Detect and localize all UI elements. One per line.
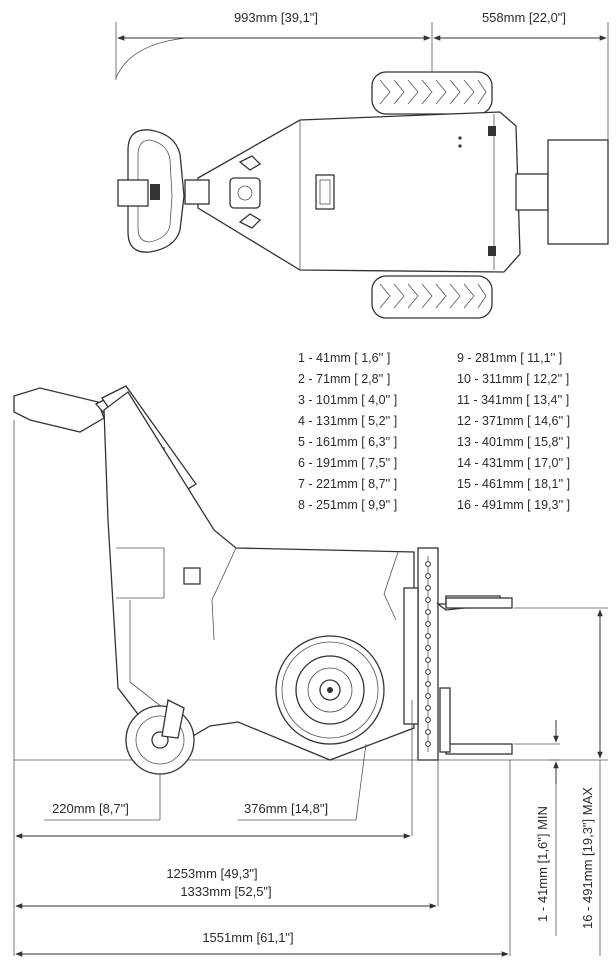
height-row: 16 - 491mm [ 19,3'' ] — [457, 498, 570, 512]
height-row: 15 - 461mm [ 18,1'' ] — [457, 477, 570, 491]
length-2-dim: 1333mm [52,5"] — [180, 884, 271, 899]
min-height-dim: 1 - 41mm [1,6"] MIN — [535, 806, 550, 922]
front-wheel-dim: 220mm [8,7"] — [52, 801, 129, 816]
hitch-hole — [425, 573, 431, 579]
height-row: 5 - 161mm [ 6,3'' ] — [298, 435, 397, 449]
top-hitch — [515, 173, 549, 211]
height-row: 3 - 101mm [ 4,0'' ] — [298, 393, 397, 407]
hitch-hole — [425, 681, 431, 687]
hitch-hole — [425, 741, 431, 747]
length-1-dim: 1253mm [49,3"] — [166, 866, 257, 881]
max-height-dim: 16 - 491mm [19,3"] MAX — [580, 787, 595, 929]
hitch-hole — [425, 609, 431, 615]
top-length-dim: 993mm [39,1"] — [234, 10, 318, 25]
height-row: 2 - 71mm [ 2,8'' ] — [298, 372, 390, 386]
hitch-hole — [425, 669, 431, 675]
top-hitch-plate — [547, 139, 609, 245]
side-tiller-head — [13, 387, 105, 433]
hitch-hole — [425, 621, 431, 627]
height-row: 1 - 41mm [ 1,6'' ] — [298, 351, 390, 365]
height-row: 11 - 341mm [ 13,4'' ] — [457, 393, 569, 407]
hitch-hole — [425, 597, 431, 603]
side-view-dimensions — [13, 420, 608, 957]
length-3-dim: 1551mm [61,1"] — [202, 930, 293, 945]
top-tiller-head — [117, 179, 149, 207]
height-table: 1 - 41mm [ 1,6'' ] 2 - 71mm [ 2,8'' ] 3 … — [298, 351, 570, 512]
hitch-hole — [425, 645, 431, 651]
hitch-hole — [425, 693, 431, 699]
top-view-drawing — [115, 22, 609, 319]
height-row: 13 - 401mm [ 15,8'' ] — [457, 435, 570, 449]
side-hitch-arm-lower — [445, 743, 513, 755]
top-tire-lower — [371, 275, 493, 319]
hitch-hole — [425, 561, 431, 567]
hitch-hole-pattern — [425, 561, 431, 747]
top-tire-upper — [371, 71, 493, 115]
height-row: 12 - 371mm [ 14,6'' ] — [457, 414, 570, 428]
hitch-hole — [425, 585, 431, 591]
hitch-hole — [425, 657, 431, 663]
height-row: 9 - 281mm [ 11,1'' ] — [457, 351, 562, 365]
height-row: 7 - 221mm [ 8,7'' ] — [298, 477, 397, 491]
height-row: 8 - 251mm [ 9,9'' ] — [298, 498, 397, 512]
hitch-hole — [425, 705, 431, 711]
height-row: 6 - 191mm [ 7,5'' ] — [298, 456, 397, 470]
side-view-drawing — [13, 385, 560, 775]
hitch-hole — [425, 729, 431, 735]
top-width-dim: 558mm [22,0"] — [482, 10, 566, 25]
top-handle-slot — [315, 174, 335, 210]
top-neck — [184, 179, 210, 205]
rear-wheel-dim: 376mm [14,8"] — [244, 801, 328, 816]
height-row: 14 - 431mm [ 17,0'' ] — [457, 456, 570, 470]
height-row: 4 - 131mm [ 5,2'' ] — [298, 414, 397, 428]
hitch-hole — [425, 633, 431, 639]
top-chassis — [197, 111, 521, 273]
hitch-hole — [425, 717, 431, 723]
height-row: 10 - 311mm [ 12,2'' ] — [457, 372, 569, 386]
